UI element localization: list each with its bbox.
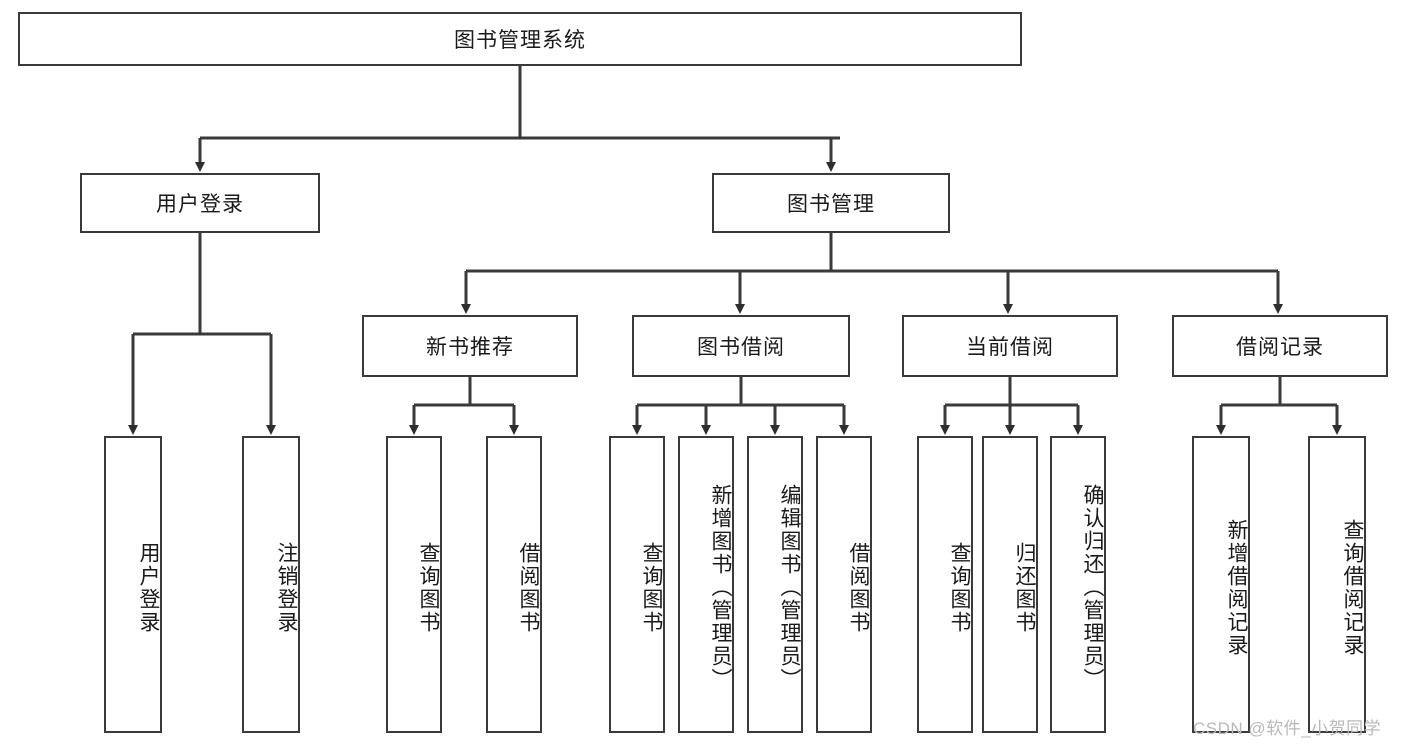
node-root[interactable]: 图书管理系统 <box>18 12 1022 66</box>
leaf-add-borrow-record[interactable]: 新增借阅记录 <box>1192 436 1250 733</box>
leaf-add-borrow-record-label: 新增借阅记录 <box>1225 518 1248 657</box>
leaf-edit-book-admin[interactable]: 编辑图书（管理员） <box>747 436 803 733</box>
node-new-book-recommend[interactable]: 新书推荐 <box>362 315 578 377</box>
leaf-return-book-label: 归还图书 <box>1013 541 1036 634</box>
leaf-add-book-admin[interactable]: 新增图书（管理员） <box>678 436 734 733</box>
leaf-query-book-current-label: 查询图书 <box>948 541 971 634</box>
leaf-logout[interactable]: 注销登录 <box>242 436 300 733</box>
leaf-return-book[interactable]: 归还图书 <box>982 436 1038 733</box>
node-book-management[interactable]: 图书管理 <box>712 173 950 233</box>
leaf-user-login-label: 用户登录 <box>137 541 160 634</box>
node-new-book-recommend-label: 新书推荐 <box>426 336 514 359</box>
leaf-query-borrow-record[interactable]: 查询借阅记录 <box>1308 436 1366 733</box>
leaf-borrow-book-borrow-label: 借阅图书 <box>847 541 870 634</box>
node-user-login[interactable]: 用户登录 <box>80 173 320 233</box>
node-book-borrow-label: 图书借阅 <box>697 336 785 359</box>
node-root-label: 图书管理系统 <box>454 29 586 52</box>
leaf-query-book-borrow-label: 查询图书 <box>640 541 663 634</box>
leaf-query-book-current[interactable]: 查询图书 <box>917 436 973 733</box>
node-borrow-record[interactable]: 借阅记录 <box>1172 315 1388 377</box>
csdn-watermark: CSDN @软件_小贺同学 <box>1193 719 1382 738</box>
node-current-borrow[interactable]: 当前借阅 <box>902 315 1118 377</box>
leaf-confirm-return-admin-label: 确认归还（管理员） <box>1081 484 1104 691</box>
leaf-confirm-return-admin[interactable]: 确认归还（管理员） <box>1050 436 1106 733</box>
leaf-edit-book-admin-label: 编辑图书（管理员） <box>778 484 801 691</box>
node-book-management-label: 图书管理 <box>787 193 875 216</box>
leaf-borrow-book-recommend[interactable]: 借阅图书 <box>486 436 542 733</box>
leaf-borrow-book-borrow[interactable]: 借阅图书 <box>816 436 872 733</box>
leaf-query-borrow-record-label: 查询借阅记录 <box>1341 518 1364 657</box>
node-book-borrow[interactable]: 图书借阅 <box>632 315 850 377</box>
leaf-query-book-recommend-label: 查询图书 <box>417 541 440 634</box>
node-current-borrow-label: 当前借阅 <box>966 336 1054 359</box>
leaf-logout-label: 注销登录 <box>275 541 298 634</box>
node-borrow-record-label: 借阅记录 <box>1236 336 1324 359</box>
leaf-query-book-borrow[interactable]: 查询图书 <box>609 436 665 733</box>
leaf-user-login[interactable]: 用户登录 <box>104 436 162 733</box>
leaf-add-book-admin-label: 新增图书（管理员） <box>709 484 732 691</box>
node-user-login-label: 用户登录 <box>156 193 244 216</box>
leaf-query-book-recommend[interactable]: 查询图书 <box>386 436 442 733</box>
leaf-borrow-book-recommend-label: 借阅图书 <box>517 541 540 634</box>
